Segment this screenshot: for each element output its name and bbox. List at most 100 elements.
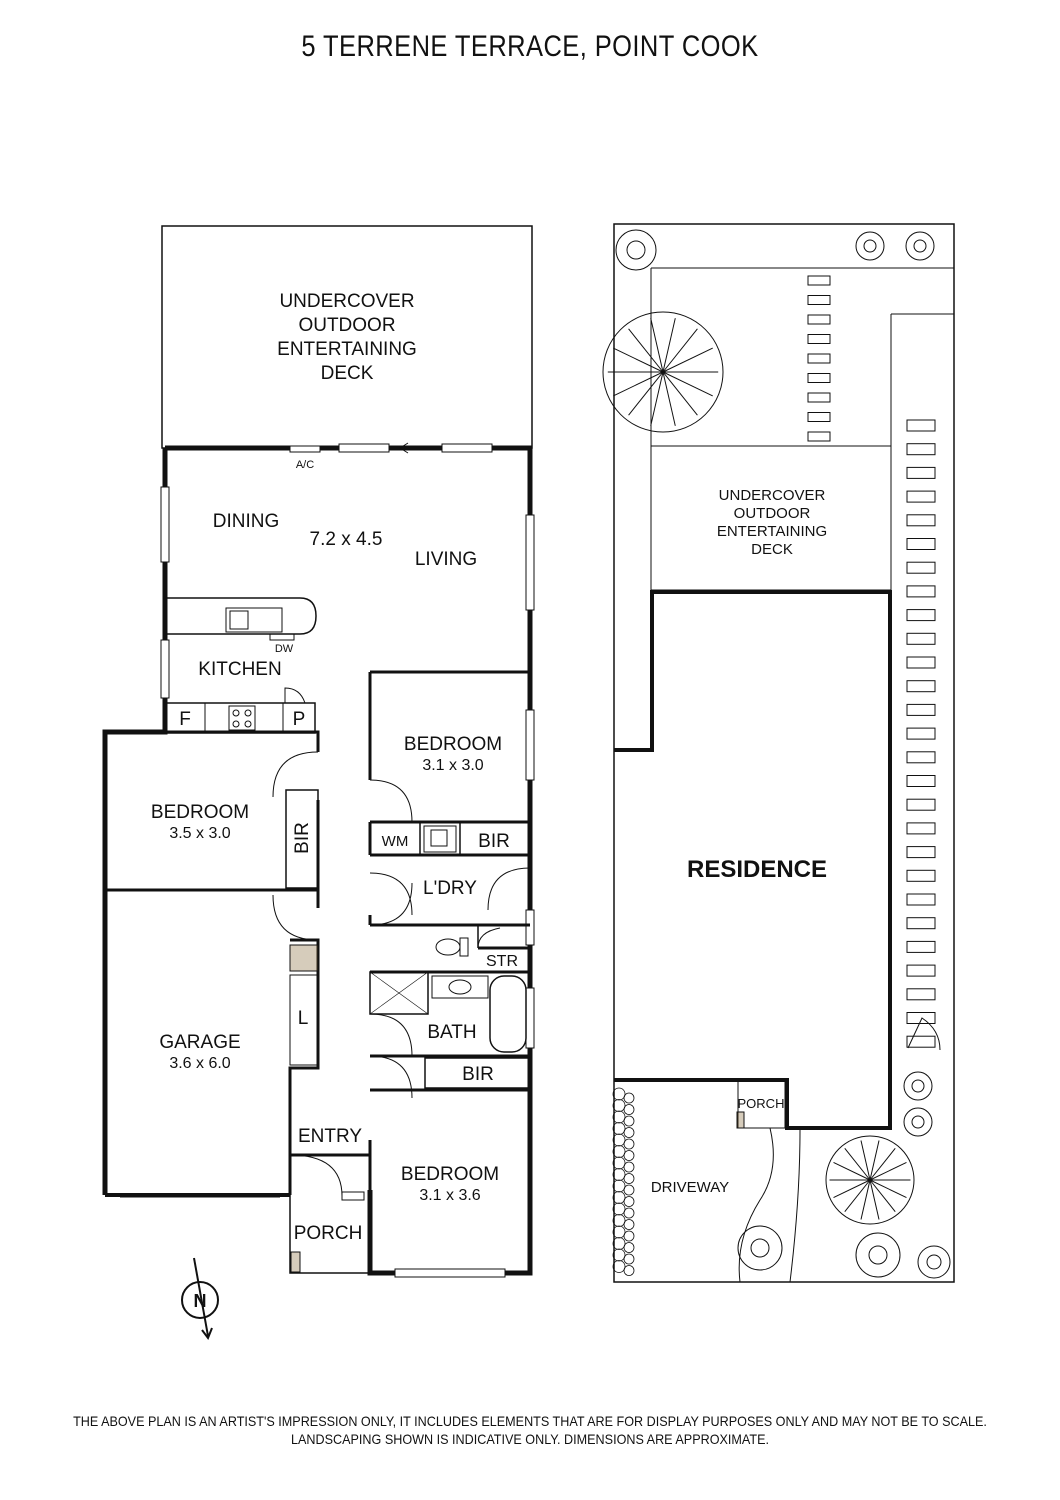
window — [341, 1191, 365, 1201]
door-swing — [272, 894, 319, 941]
wm-label: WM — [382, 833, 409, 850]
bath-label: BATH — [427, 1022, 476, 1043]
ac-unit — [289, 445, 321, 453]
porch-outline — [289, 1195, 370, 1274]
garage-label: GARAGE — [159, 1032, 240, 1053]
tree-icon — [903, 1107, 933, 1137]
tree-canopy — [602, 311, 724, 433]
hedge-shrub — [612, 1156, 626, 1170]
hedge-shrub — [612, 1248, 626, 1262]
stepping-stone — [906, 917, 936, 930]
stepping-stone — [906, 822, 936, 835]
tree-icon — [825, 1135, 915, 1225]
deck-outline — [161, 225, 533, 449]
site-deck-label-2: OUTDOOR — [734, 505, 811, 522]
disclaimer-line-2: LANDSCAPING SHOWN IS INDICATIVE ONLY. DI… — [291, 1431, 769, 1447]
entry-label: ENTRY — [298, 1126, 362, 1147]
site-plan-labels: UNDERCOVER OUTDOOR ENTERTAINING DECK RES… — [651, 487, 827, 1196]
floor-plan-labels: UNDERCOVER OUTDOOR ENTERTAINING DECK A/C… — [151, 291, 518, 1244]
hedge-shrub — [623, 1150, 635, 1161]
toilet-icon — [435, 938, 461, 956]
driveway-label: DRIVEWAY — [651, 1179, 729, 1196]
hedge-shrub — [612, 1179, 626, 1193]
stepping-stone — [906, 846, 936, 859]
window — [525, 709, 535, 781]
tree-branch — [650, 318, 664, 373]
hedge-shrub — [623, 1138, 635, 1150]
door-swing — [272, 751, 319, 798]
tree-icon — [917, 1245, 951, 1279]
tree-branch — [613, 371, 664, 397]
tree-branch — [662, 347, 713, 373]
outer-wall-east — [165, 445, 533, 1276]
stepping-stone — [807, 275, 831, 286]
porch-label: PORCH — [294, 1223, 363, 1244]
hedge-shrub — [623, 1173, 635, 1184]
sink-bowl — [229, 610, 249, 630]
hedge-shrub — [612, 1168, 626, 1181]
disclaimer-line-1: THE ABOVE PLAN IS AN ARTIST'S IMPRESSION… — [73, 1413, 987, 1429]
stepping-stone — [906, 964, 936, 977]
hedge-shrub — [612, 1191, 626, 1204]
hedge-shrub — [612, 1145, 626, 1158]
stepping-stone — [807, 373, 831, 383]
door-swing — [369, 872, 413, 916]
tree-branch — [833, 1161, 871, 1181]
stepping-stone — [906, 490, 936, 503]
hedge-shrub — [623, 1207, 635, 1219]
stepping-stone — [906, 1035, 936, 1048]
tree-branch — [662, 328, 698, 373]
tree-branch — [628, 371, 664, 416]
hedge-shrub — [612, 1237, 626, 1250]
hedge-shrub — [623, 1242, 635, 1253]
tree-icon — [855, 1232, 901, 1278]
hedge-shrub — [623, 1230, 635, 1242]
tree-branch — [869, 1148, 896, 1181]
tree-icon — [602, 311, 724, 433]
hedge-shrub — [612, 1122, 626, 1135]
tree-icon — [855, 231, 885, 261]
stepping-stone — [906, 751, 936, 764]
door-swing — [369, 779, 413, 823]
wall — [105, 888, 320, 908]
stepping-stone — [906, 798, 936, 811]
living-label: LIVING — [415, 549, 477, 570]
bir-closet — [285, 789, 319, 889]
hedge-shrub — [612, 1087, 626, 1101]
cooktop-burner — [232, 720, 240, 728]
stepping-stone — [906, 1012, 936, 1024]
stepping-stone — [906, 988, 936, 1001]
tree-branch — [833, 1179, 871, 1199]
stepping-stone — [906, 775, 936, 787]
gate-swing — [907, 1017, 941, 1051]
laundry-tub-icon — [423, 825, 457, 853]
cooktop-burner — [244, 720, 252, 728]
hedge-shrub — [623, 1104, 635, 1115]
pillar — [289, 944, 319, 972]
tree-branch — [662, 318, 676, 373]
deck-label-3: ENTERTAINING — [277, 339, 417, 360]
site-porch-pillar — [736, 1111, 745, 1129]
shower — [369, 971, 429, 1015]
bedroom2-dims: 3.5 x 3.0 — [169, 825, 230, 842]
stepping-stone — [906, 466, 936, 479]
tree-canopy — [825, 1135, 915, 1225]
stepping-stone — [906, 727, 936, 740]
hedge-shrub — [623, 1219, 635, 1230]
floor-plan — [102, 225, 535, 1278]
window — [160, 486, 170, 563]
deck-label-1: UNDERCOVER — [279, 291, 414, 312]
path-edge — [789, 1129, 801, 1283]
tree-branch — [844, 1179, 871, 1212]
page-title: 5 TERRENE TERRACE, POINT COOK — [301, 30, 759, 63]
hedge-shrub — [623, 1184, 635, 1196]
disclaimer: THE ABOVE PLAN IS AN ARTIST'S IMPRESSION… — [0, 1412, 1060, 1448]
north-compass-icon: N — [181, 1257, 219, 1341]
stepping-stone — [906, 538, 936, 550]
cooktop-burner — [244, 709, 252, 717]
tree-branch — [869, 1179, 907, 1199]
site-porch — [737, 1079, 786, 1129]
hedge-shrub — [612, 1110, 626, 1124]
tree-icon — [737, 1225, 783, 1271]
bedroom3-dims: 3.1 x 3.6 — [419, 1187, 480, 1204]
